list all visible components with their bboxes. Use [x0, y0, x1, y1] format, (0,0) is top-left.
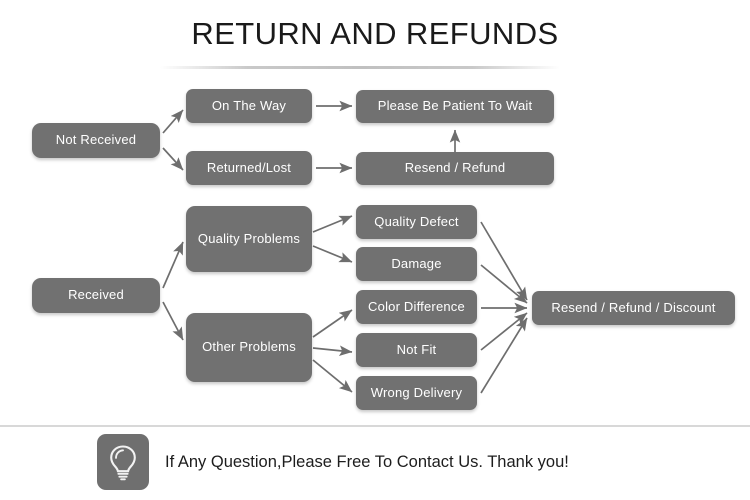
footer-text: If Any Question,Please Free To Contact U…: [165, 452, 569, 471]
page-title: RETURN AND REFUNDS: [191, 16, 559, 51]
node-quality-defect[interactable]: Quality Defect: [356, 205, 477, 239]
node-resend-refund-discount[interactable]: Resend / Refund / Discount: [532, 291, 735, 325]
node-not-fit[interactable]: Not Fit: [356, 333, 477, 367]
node-wrong-delivery[interactable]: Wrong Delivery: [356, 376, 477, 410]
node-damage[interactable]: Damage: [356, 247, 477, 281]
title-divider: [160, 66, 560, 69]
node-quality-problems[interactable]: Quality Problems: [186, 206, 312, 272]
footer-divider: [0, 425, 750, 427]
node-other-problems[interactable]: Other Problems: [186, 313, 312, 382]
node-color-difference[interactable]: Color Difference: [356, 290, 477, 324]
node-returned-lost[interactable]: Returned/Lost: [186, 151, 312, 185]
node-not-received[interactable]: Not Received: [32, 123, 160, 158]
node-received[interactable]: Received: [32, 278, 160, 313]
node-please-be-patient-to-wait[interactable]: Please Be Patient To Wait: [356, 90, 554, 123]
footer: If Any Question,Please Free To Contact U…: [97, 434, 697, 490]
node-on-the-way[interactable]: On The Way: [186, 89, 312, 123]
lightbulb-icon: [97, 434, 149, 490]
node-resend-refund[interactable]: Resend / Refund: [356, 152, 554, 185]
